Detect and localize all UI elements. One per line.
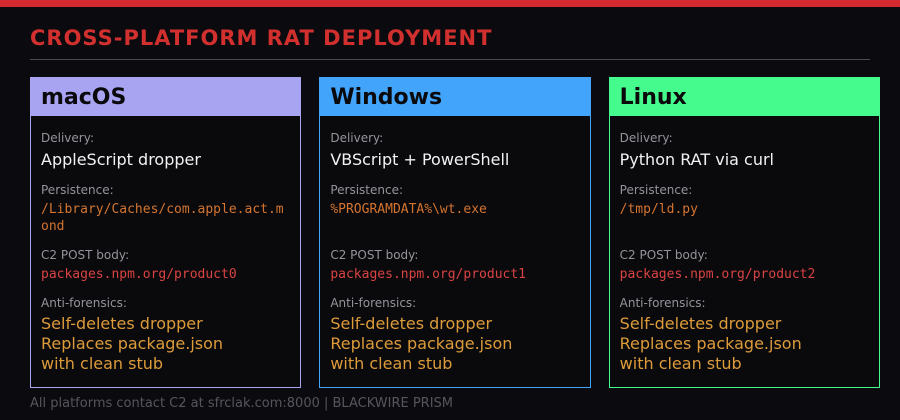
persistence-value: %PROGRAMDATA%\wt.exe (330, 202, 487, 217)
anti-forensics-section: Anti-forensics: Self-deletes dropper Rep… (620, 295, 869, 374)
anti-forensics-section: Anti-forensics: Self-deletes dropper Rep… (41, 295, 290, 374)
anti-forensics-line: Self-deletes dropper (330, 314, 493, 333)
card-title-macos: macOS (41, 84, 127, 110)
card-header-linux: Linux (609, 78, 879, 116)
anti-forensics-section: Anti-forensics: Self-deletes dropper Rep… (330, 295, 579, 374)
persistence-section: Persistence: /tmp/ld.py (620, 182, 869, 235)
card-title-windows: Windows (330, 84, 443, 110)
c2-label: C2 POST body: (330, 248, 419, 262)
delivery-value: AppleScript dropper (41, 150, 201, 169)
platform-card-windows: Windows Delivery: VBScript + PowerShell … (319, 77, 591, 388)
persistence-section: Persistence: %PROGRAMDATA%\wt.exe (330, 182, 579, 235)
persistence-label: Persistence: (619, 183, 693, 197)
delivery-section: Delivery: Python RAT via curl (620, 130, 869, 170)
delivery-value: VBScript + PowerShell (330, 150, 510, 169)
card-title-linux: Linux (619, 84, 687, 110)
c2-label: C2 POST body: (41, 248, 130, 262)
delivery-section: Delivery: VBScript + PowerShell (330, 130, 579, 170)
anti-forensics-line: Replaces package.json (330, 334, 513, 353)
delivery-section: Delivery: AppleScript dropper (41, 130, 290, 170)
persistence-value: /Library/Caches/com.apple.act.mond (41, 202, 284, 234)
anti-forensics-label: Anti-forensics: (619, 296, 706, 310)
delivery-label: Delivery: (330, 131, 384, 145)
c2-label: C2 POST body: (619, 248, 708, 262)
card-body-windows: Delivery: VBScript + PowerShell Persiste… (320, 116, 589, 394)
anti-forensics-label: Anti-forensics: (41, 296, 127, 310)
delivery-label: Delivery: (619, 131, 673, 145)
persistence-value: /tmp/ld.py (619, 202, 698, 217)
anti-forensics-line: with clean stub (330, 354, 453, 373)
delivery-label: Delivery: (41, 131, 94, 145)
card-header-windows: Windows (320, 78, 590, 116)
anti-forensics-line: Self-deletes dropper (619, 314, 782, 333)
anti-forensics-label: Anti-forensics: (330, 296, 417, 310)
title-divider (30, 59, 870, 60)
c2-section: C2 POST body: packages.npm.org/product2 (620, 247, 869, 283)
c2-section: C2 POST body: packages.npm.org/product1 (330, 247, 579, 283)
card-body-macos: Delivery: AppleScript dropper Persistenc… (31, 116, 300, 394)
c2-section: C2 POST body: packages.npm.org/product0 (41, 247, 290, 283)
delivery-value: Python RAT via curl (619, 150, 774, 169)
platform-card-macos: macOS Delivery: AppleScript dropper Pers… (30, 77, 302, 388)
persistence-label: Persistence: (41, 183, 114, 197)
anti-forensics-line: Self-deletes dropper (41, 314, 203, 333)
platform-cards-row: macOS Delivery: AppleScript dropper Pers… (0, 60, 900, 388)
anti-forensics-line: with clean stub (41, 354, 164, 373)
c2-value: packages.npm.org/product2 (619, 267, 816, 282)
card-body-linux: Delivery: Python RAT via curl Persistenc… (610, 116, 879, 394)
anti-forensics-line: Replaces package.json (41, 334, 224, 353)
persistence-section: Persistence: /Library/Caches/com.apple.a… (41, 182, 290, 235)
c2-value: packages.npm.org/product1 (330, 267, 526, 282)
anti-forensics-line: with clean stub (619, 354, 742, 373)
c2-value: packages.npm.org/product0 (41, 267, 237, 282)
footer-note: All platforms contact C2 at sfrclak.com:… (30, 396, 454, 411)
persistence-label: Persistence: (330, 183, 404, 197)
card-header-macos: macOS (31, 78, 301, 116)
top-accent-bar (0, 0, 900, 7)
page-title: CROSS-PLATFORM RAT DEPLOYMENT (30, 26, 493, 50)
anti-forensics-line: Replaces package.json (619, 334, 802, 353)
platform-card-linux: Linux Delivery: Python RAT via curl Pers… (608, 77, 880, 388)
